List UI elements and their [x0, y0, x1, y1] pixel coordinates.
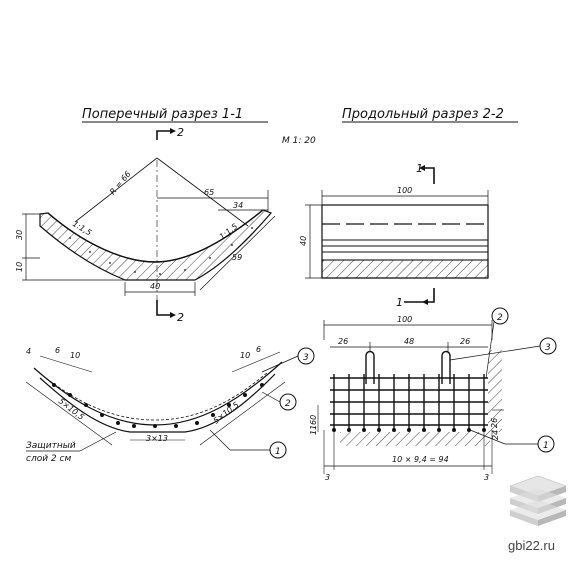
aggregate-dots	[69, 227, 253, 275]
rc-dim-6-left: 6	[55, 346, 60, 355]
cover-label-line1: Защитный	[26, 441, 76, 451]
rl-callout-3: 3	[545, 343, 551, 353]
long-dim-100: 100	[397, 186, 412, 195]
rc-callout-2: 2	[285, 399, 291, 409]
dim-10: 10	[15, 262, 24, 272]
rc-spacing-left: 5×10,5	[57, 396, 86, 421]
rc-dim-6-right: 6	[256, 345, 261, 354]
longitudinal-section-drawing: Продольный разрез 2-2 1 100 40 1	[299, 107, 518, 309]
rebar-dots-cross	[52, 383, 264, 428]
rl-dim-26-right: 26	[460, 337, 470, 346]
long-dim-40: 40	[299, 236, 308, 246]
rc-callout-1: 1	[275, 447, 281, 457]
rl-dim-60: 60	[309, 415, 318, 425]
site-logo	[509, 475, 567, 526]
rl-callout-1: 1	[543, 441, 549, 451]
longitudinal-base-hatch	[321, 259, 489, 279]
rebar-mesh	[330, 374, 488, 430]
cover-label-line2: слой 2 см	[26, 454, 71, 464]
rl-dim-26-v: 26	[490, 418, 499, 428]
rl-dim-24-v: 24	[491, 430, 500, 440]
rc-dim-10-right: 10	[240, 351, 250, 360]
rl-callout-2: 2	[497, 313, 503, 323]
cross-section-title: Поперечный разрез 1-1	[82, 107, 243, 122]
cross-section-drawing: Поперечный разрез 1-1 2 R = 66 65 34 1:1…	[15, 107, 276, 324]
cut2-bottom-label: 2	[177, 311, 184, 324]
site-watermark: gbi22.ru	[508, 538, 555, 553]
rl-dim-3-left: 3	[325, 473, 330, 482]
longitudinal-section-title: Продольный разрез 2-2	[342, 107, 504, 122]
dim-34: 34	[233, 201, 243, 210]
rc-dim-4: 4	[26, 347, 31, 356]
rl-dim-26-left: 26	[338, 337, 348, 346]
dim-59: 59	[232, 253, 242, 262]
cut2-top-label: 2	[177, 126, 184, 139]
rc-spacing-bottom: 3×13	[146, 434, 168, 443]
rl-side-hatch	[488, 350, 502, 432]
dim-65: 65	[204, 188, 214, 197]
radius-dim: R = 66	[108, 169, 133, 196]
rl-spacing: 10 × 9,4 = 94	[392, 455, 449, 464]
cut1-top-label: 1	[416, 162, 423, 175]
dim-40-bottom: 40	[150, 282, 160, 291]
rebar-dots-long	[332, 428, 486, 432]
rl-dim-11: 11	[309, 425, 318, 435]
rl-dim-3-right: 3	[484, 473, 489, 482]
rebar-long-drawing: 100 26 48 26	[309, 307, 557, 482]
cut1-bottom-label: 1	[396, 296, 403, 309]
rl-dim-100: 100	[397, 315, 412, 324]
rl-dim-48: 48	[404, 337, 414, 346]
scale-label: М 1: 20	[282, 136, 316, 146]
rc-callout-3: 3	[303, 353, 309, 363]
rebar-cross-drawing: 4 6 10 10 6 5×10,5 5×10,5 3×13 Защитный …	[25, 345, 315, 464]
rc-dim-10-left: 10	[70, 351, 80, 360]
dim-30: 30	[15, 230, 24, 240]
rl-base-hatch	[340, 432, 490, 446]
